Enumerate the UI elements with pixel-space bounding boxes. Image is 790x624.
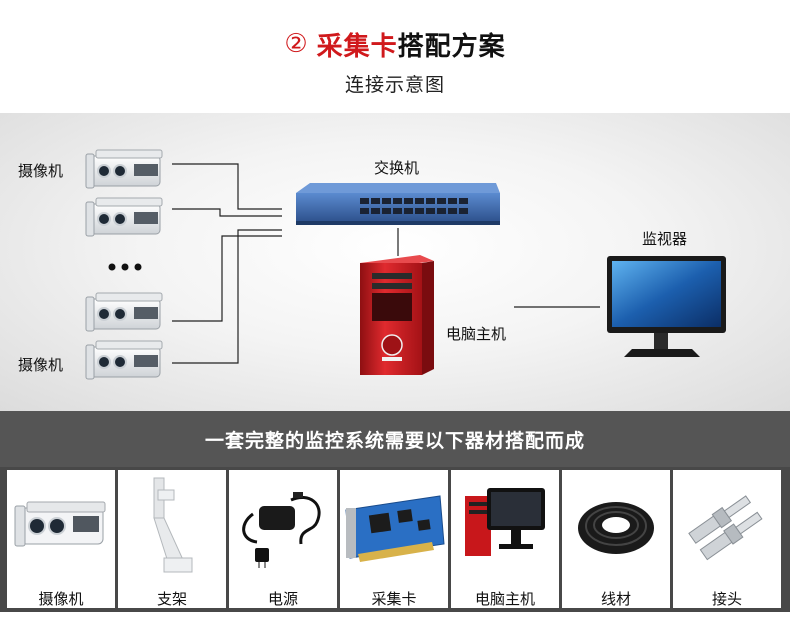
switch-label: 交换机 — [374, 159, 420, 177]
equipment-list: 摄像机 支架 电源 采集卡 — [0, 467, 790, 612]
page-subtitle: 连接示意图 — [344, 74, 445, 96]
list-item: 摄像机 — [7, 470, 115, 608]
monitor-label: 监视器 — [642, 230, 688, 248]
camera-3-icon — [85, 292, 163, 332]
camera-icon — [14, 501, 106, 547]
computer-icon — [465, 488, 545, 556]
pc-label: 电脑主机 — [446, 325, 507, 343]
camera-label-top: 摄像机 — [18, 162, 64, 180]
list-item: 接头 — [673, 470, 781, 608]
item-name: 摄像机 — [38, 590, 84, 608]
camera-cables — [172, 163, 600, 364]
bracket-icon — [153, 477, 193, 573]
pc-tower-icon — [360, 255, 434, 375]
connection-diagram: 摄像机 摄像机 交换机 电脑主机 监视器 — [0, 113, 790, 411]
list-item: 线材 — [562, 470, 670, 608]
item-name: 采集卡 — [371, 590, 417, 608]
camera-label-bottom: 摄像机 — [18, 356, 64, 374]
item-name: 接头 — [711, 590, 742, 608]
title-text: 搭配方案 — [397, 31, 506, 62]
page-title: ② 采集卡 搭配方案 — [0, 22, 790, 66]
list-item: 采集卡 — [340, 470, 448, 608]
switch-icon — [296, 183, 500, 225]
more-cameras-dots — [108, 263, 142, 271]
cable-icon — [578, 502, 654, 554]
item-name: 电源 — [267, 590, 298, 608]
item-name: 电脑主机 — [474, 590, 535, 608]
equipment-banner: 一套完整的监控系统需要以下器材搭配而成 — [0, 411, 790, 467]
item-name: 线材 — [600, 590, 631, 608]
list-item: 电脑主机 — [451, 470, 559, 608]
camera-2-icon — [85, 197, 163, 237]
item-name: 支架 — [156, 590, 187, 608]
capture-card-icon — [345, 495, 445, 562]
list-item: 电源 — [229, 470, 337, 608]
camera-4-icon — [85, 340, 163, 380]
list-item: 支架 — [118, 470, 226, 608]
power-adapter-icon — [242, 492, 321, 568]
camera-1-icon — [85, 149, 163, 189]
title-highlight: 采集卡 — [316, 31, 398, 62]
monitor-icon — [607, 256, 726, 357]
connector-icon — [688, 495, 763, 561]
title-number: ② — [284, 29, 309, 59]
diagram-canvas — [85, 149, 726, 380]
